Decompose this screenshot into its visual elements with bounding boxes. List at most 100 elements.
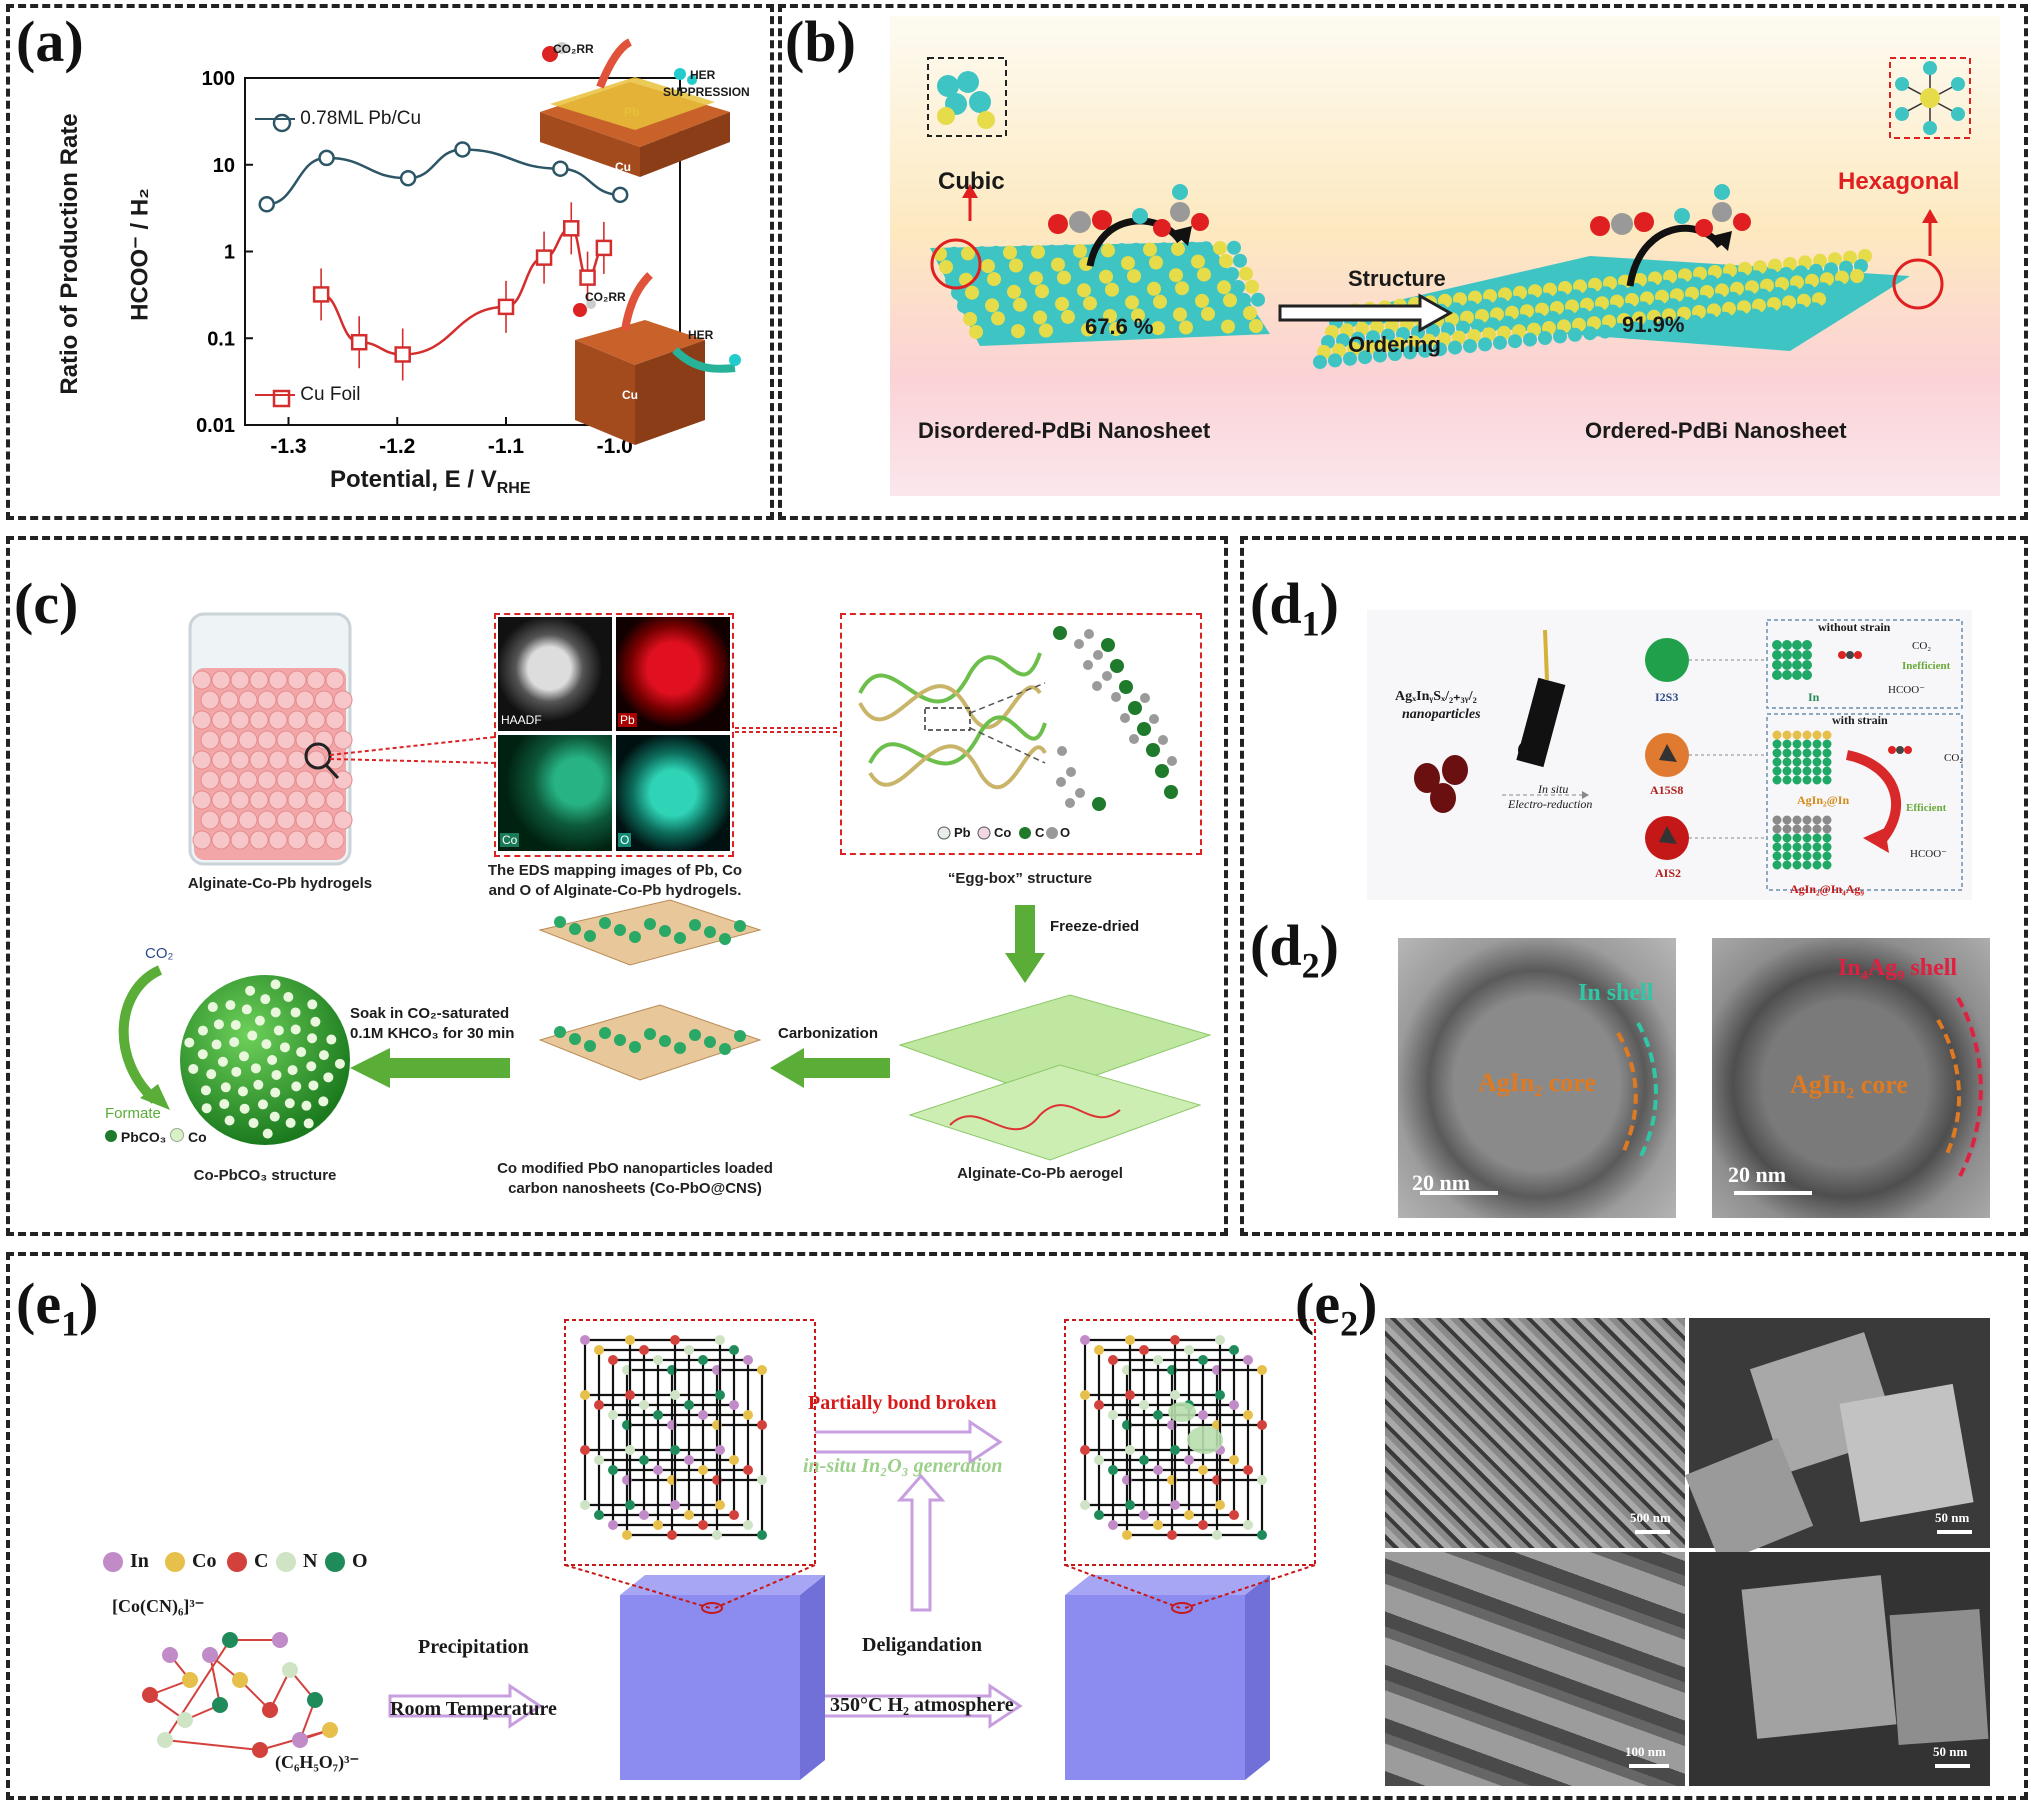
hydrogel-bead [249, 790, 269, 810]
data-point-square [595, 239, 613, 257]
panel-a-xlabel-text: Potential, E / V [330, 466, 497, 493]
co-particle [326, 1034, 337, 1045]
in-atom [1772, 640, 1782, 650]
alloy-atom [1802, 775, 1812, 785]
hydrogel-bead [238, 690, 258, 710]
e1-legend-o: O [352, 1550, 368, 1572]
eggbox-atom [1056, 777, 1066, 787]
panel-e [6, 1252, 2028, 1800]
alloy-atom [1812, 775, 1822, 785]
alloy-atom [1812, 757, 1822, 767]
pdbi-atom [1005, 311, 1019, 326]
co-particle [318, 1050, 329, 1061]
in-atom [1792, 650, 1802, 660]
lattice-atom [1108, 1465, 1118, 1475]
alloy-atom [1772, 824, 1782, 834]
cns-particle [569, 923, 581, 935]
pdbi-atom [1133, 282, 1147, 297]
hydrogel-bead [211, 790, 231, 810]
inset-bottom-co2rr: CO₂RR [585, 290, 626, 304]
legend-pbcu-label: 0.78ML Pb/Cu [300, 108, 422, 129]
hydrogel-bead [219, 770, 239, 790]
pdbi-atom [1111, 295, 1125, 310]
hydrogel-bead [268, 710, 288, 730]
lattice-atom [608, 1465, 618, 1475]
molecule-bond [164, 1739, 261, 1751]
cns-particle [719, 933, 731, 945]
panel-e2-label-close: ) [1358, 1271, 1378, 1336]
co-particle [270, 1007, 281, 1018]
lattice-atom [1243, 1465, 1253, 1475]
lattice-atom [698, 1465, 708, 1475]
data-point-circle [611, 186, 629, 204]
cns-particle [569, 1033, 581, 1045]
pdbi-atom [1778, 305, 1792, 320]
molecule-atom [162, 1647, 178, 1663]
pdbi-atom [1077, 283, 1091, 298]
pdbi-atom [1181, 294, 1195, 309]
alloy-atom [1782, 748, 1792, 758]
lattice-atom [580, 1500, 590, 1510]
eggbox-atom [1057, 746, 1067, 756]
data-point-circle [318, 149, 335, 167]
alloy-atom [1782, 766, 1792, 776]
lattice-atom [1170, 1335, 1180, 1345]
eggbox-atom [1167, 756, 1177, 766]
lattice-atom [653, 1410, 663, 1420]
cns-particle [614, 1034, 626, 1046]
alloy-atom [1782, 757, 1792, 767]
lattice-atom [608, 1355, 618, 1365]
alloy-atom [1772, 842, 1782, 852]
lattice-atom [1215, 1335, 1225, 1345]
pdbi-atom [1045, 244, 1059, 259]
co-particle [211, 1039, 222, 1050]
pdbi-atom [1107, 256, 1121, 271]
pdbi-atom [1173, 307, 1187, 322]
cns-particle [659, 1035, 671, 1047]
pdbi-atom [1097, 296, 1111, 310]
hydrogel-bead [219, 730, 239, 750]
alloy-atom [1792, 739, 1802, 749]
cns-particle [584, 1040, 596, 1052]
d1-in-label: In [1808, 690, 1820, 704]
eds-haadf [498, 617, 612, 731]
hydrogel-bead [211, 710, 231, 730]
pdbi-atom [1131, 308, 1145, 323]
y-tick-label: 0.01 [196, 415, 235, 437]
lattice-atom [594, 1345, 604, 1355]
pdbi-atom [1197, 267, 1211, 282]
alloy-atom [1802, 815, 1812, 825]
lattice-atom [1198, 1465, 1208, 1475]
pdbi-atom [1358, 350, 1372, 365]
panel-d1-label-main: (d [1250, 571, 1302, 636]
panel-d [1240, 536, 2028, 1236]
pdbi-atom [1089, 309, 1103, 324]
pdbi-atom [1493, 335, 1507, 350]
panel-b-cubic: Cubic [938, 168, 1005, 195]
formate-label: Formate [105, 1105, 161, 1122]
pdbi-atom [1033, 310, 1047, 325]
pdbi-atom [1001, 271, 1015, 286]
pdbi-atom [1225, 267, 1239, 281]
panel-a-xlabel-sub: RHE [496, 479, 531, 497]
sem-scale-bar-br [1935, 1764, 1970, 1768]
d1-efficient: Efficient [1906, 802, 1947, 814]
hydrogel-bead [249, 750, 269, 770]
co-particle [261, 1039, 272, 1050]
inset-bottom-cu: Cu [622, 388, 638, 402]
panel-d2-label-close: ) [1319, 913, 1339, 978]
co-particle [213, 1019, 224, 1030]
hydrogel-bead [287, 750, 307, 770]
hydrogel-beaker [188, 612, 353, 866]
panel-a-xlabel: Potential, E / VRHE [330, 466, 530, 498]
pdbi-atom [953, 259, 967, 274]
x-tick-label: -1.3 [270, 435, 306, 458]
lattice-atom [1257, 1420, 1267, 1430]
legend-square-icon [255, 394, 295, 396]
lattice-atom [1122, 1530, 1132, 1540]
data-point-square [312, 286, 330, 303]
hydrogel-bead [192, 750, 212, 770]
pdbi-atom [1105, 282, 1119, 297]
hydrogel-bead [200, 730, 220, 750]
co-particle [224, 1115, 235, 1126]
